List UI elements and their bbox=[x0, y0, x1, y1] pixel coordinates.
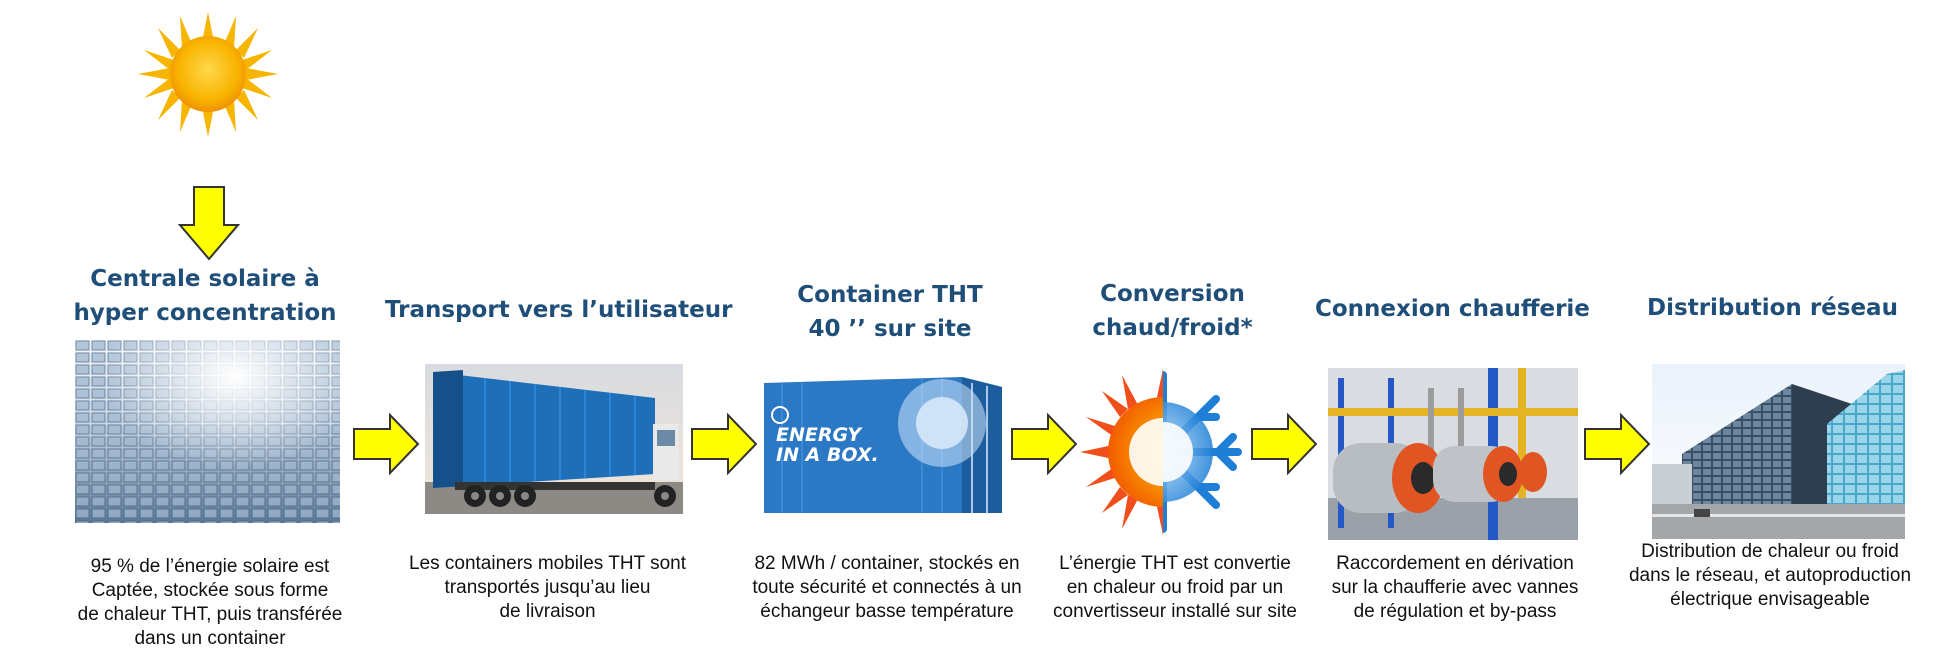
sun-icon bbox=[128, 12, 288, 137]
brand-line: IN A BOX. bbox=[776, 444, 879, 466]
desc-line: en chaleur ou froid par un bbox=[1066, 577, 1284, 598]
desc-line: convertisseur installé sur site bbox=[1053, 601, 1297, 622]
brand-line: ENERGY bbox=[776, 424, 862, 446]
title-line: Centrale solaire à bbox=[90, 266, 320, 292]
step-description-transport: Les containers mobiles THT sont transpor… bbox=[395, 552, 700, 624]
step-title-boiler-connection: Connexion chaufferie bbox=[1315, 292, 1590, 326]
title-line: hyper concentration bbox=[73, 300, 337, 326]
step-description-network-distribution: Distribution de chaleur ou froid dans le… bbox=[1615, 540, 1925, 612]
title-line: Connexion chaufferie bbox=[1315, 296, 1590, 322]
right-arrow-icon bbox=[352, 413, 420, 475]
title-line: 40 ’’ sur site bbox=[808, 316, 972, 342]
desc-line: Raccordement en dérivation bbox=[1336, 553, 1574, 574]
right-arrow-icon bbox=[1010, 413, 1078, 475]
title-line: Container THT bbox=[797, 282, 983, 308]
desc-line: sur la chaufferie avec vannes bbox=[1331, 577, 1579, 598]
solar-mirror-field-image bbox=[75, 340, 340, 523]
title-line: Distribution réseau bbox=[1647, 295, 1898, 321]
title-line: chaud/froid* bbox=[1092, 315, 1253, 341]
down-arrow-icon bbox=[178, 185, 240, 261]
desc-line: de livraison bbox=[499, 601, 596, 622]
office-buildings-image bbox=[1652, 364, 1905, 539]
desc-line: L’énergie THT est convertie bbox=[1059, 553, 1291, 574]
container-brand-text: ENERGY IN A BOX. bbox=[776, 425, 879, 465]
desc-line: échangeur basse température bbox=[760, 601, 1014, 622]
desc-line: toute sécurité et connectés à un bbox=[752, 577, 1022, 598]
step-title-network-distribution: Distribution réseau bbox=[1635, 291, 1910, 325]
desc-line: Captée, stockée sous forme bbox=[91, 580, 329, 601]
step-title-conversion: Conversion chaud/froid* bbox=[1045, 277, 1300, 345]
step-description-boiler-connection: Raccordement en dérivation sur la chauff… bbox=[1310, 552, 1600, 624]
right-arrow-icon bbox=[1250, 413, 1318, 475]
desc-line: dans le réseau, et autoproduction bbox=[1628, 565, 1912, 586]
title-line: Transport vers l’utilisateur bbox=[385, 297, 733, 323]
right-arrow-icon bbox=[690, 413, 758, 475]
desc-line: dans un container bbox=[134, 628, 286, 649]
desc-line: de régulation et by-pass bbox=[1353, 601, 1557, 622]
desc-line: Les containers mobiles THT sont bbox=[408, 553, 687, 574]
desc-line: Distribution de chaleur ou froid bbox=[1641, 541, 1899, 562]
step-title-container: Container THT 40 ’’ sur site bbox=[760, 278, 1020, 346]
container-truck-image bbox=[425, 364, 683, 514]
desc-line: 95 % de l’énergie solaire est bbox=[90, 556, 330, 577]
step-description-container: 82 MWh / container, stockés en toute séc… bbox=[732, 552, 1042, 624]
step-description-conversion: L’énergie THT est convertie en chaleur o… bbox=[1040, 552, 1310, 624]
boiler-room-image bbox=[1328, 368, 1578, 540]
energy-container-image: ENERGY IN A BOX. bbox=[762, 373, 1020, 517]
desc-line: 82 MWh / container, stockés en bbox=[754, 553, 1020, 574]
desc-line: de chaleur THT, puis transférée bbox=[77, 604, 343, 625]
step-description-solar-plant: 95 % de l’énergie solaire est Captée, st… bbox=[60, 555, 360, 651]
snowflake-sun-icon bbox=[1078, 367, 1248, 537]
step-title-transport: Transport vers l’utilisateur bbox=[385, 293, 733, 327]
title-line: Conversion bbox=[1100, 281, 1245, 307]
right-arrow-icon bbox=[1583, 413, 1651, 475]
desc-line: transportés jusqu’au lieu bbox=[444, 577, 651, 598]
step-title-solar-plant: Centrale solaire à hyper concentration bbox=[60, 262, 350, 330]
desc-line: électrique envisageable bbox=[1670, 589, 1870, 610]
